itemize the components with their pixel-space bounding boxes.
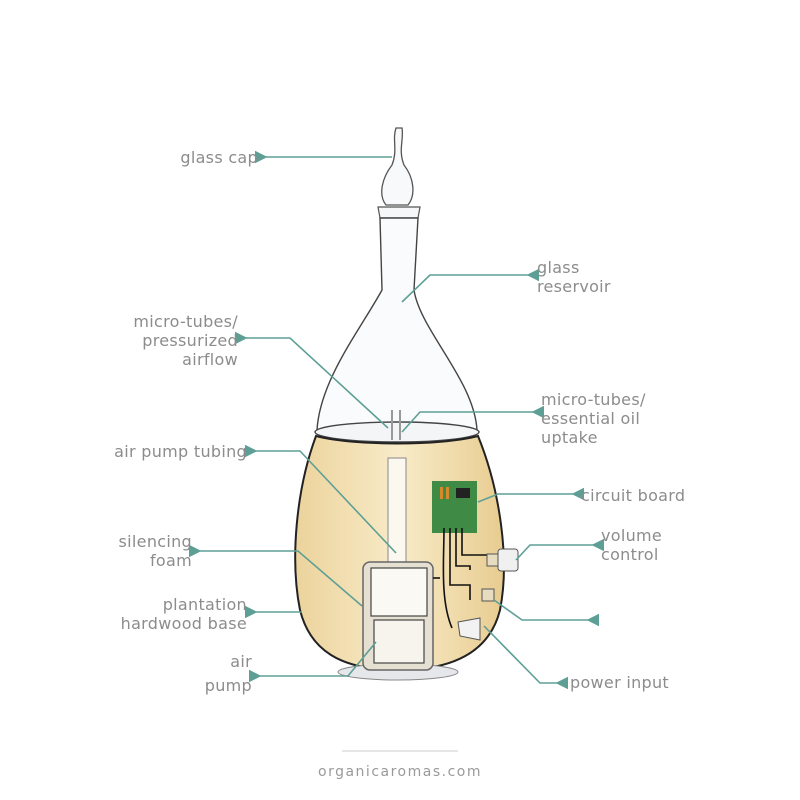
svg-text:foam: foam xyxy=(150,551,192,570)
label-air-pump: air pump xyxy=(205,652,252,695)
label-volume-control: volume control xyxy=(601,526,662,564)
label-circuit-board: circuit board xyxy=(581,486,685,505)
label-micro-tubes-airflow: micro-tubes/ pressurized airflow xyxy=(133,312,238,369)
diffuser-illustration xyxy=(294,127,519,681)
label-power-input: power input xyxy=(570,673,669,692)
circuit-board-shape xyxy=(432,481,477,533)
svg-text:micro-tubes/: micro-tubes/ xyxy=(541,390,646,409)
label-glass-reservoir: glass reservoir xyxy=(537,258,611,296)
label-micro-tubes-uptake: micro-tubes/ essential oil uptake xyxy=(541,390,646,447)
label-glass-cap: glass cap xyxy=(180,148,258,167)
footer-website: organicaromas.com xyxy=(318,764,482,780)
svg-text:silencing: silencing xyxy=(119,532,192,551)
svg-text:hardwood base: hardwood base xyxy=(121,614,247,633)
label-air-pump-tubing: air pump tubing xyxy=(114,442,247,461)
leader-lines xyxy=(188,150,605,690)
svg-text:air: air xyxy=(230,652,252,671)
glass-cap xyxy=(381,127,414,206)
svg-text:uptake: uptake xyxy=(541,428,598,447)
svg-text:airflow: airflow xyxy=(182,350,238,369)
air-pump xyxy=(373,619,425,664)
svg-text:control: control xyxy=(601,545,659,564)
label-hardwood-base: plantation hardwood base xyxy=(121,595,247,633)
glass-reservoir xyxy=(316,217,478,431)
svg-text:plantation: plantation xyxy=(163,595,247,614)
svg-text:volume: volume xyxy=(601,526,662,545)
svg-text:pressurized: pressurized xyxy=(142,331,238,350)
svg-text:essential oil: essential oil xyxy=(541,409,640,428)
svg-text:reservoir: reservoir xyxy=(537,277,611,296)
power-jack xyxy=(457,617,481,641)
volume-knob xyxy=(497,548,519,572)
svg-text:micro-tubes/: micro-tubes/ xyxy=(133,312,238,331)
svg-text:glass: glass xyxy=(537,258,580,277)
label-silencing-foam: silencing foam xyxy=(119,532,192,570)
svg-text:pump: pump xyxy=(205,676,252,695)
